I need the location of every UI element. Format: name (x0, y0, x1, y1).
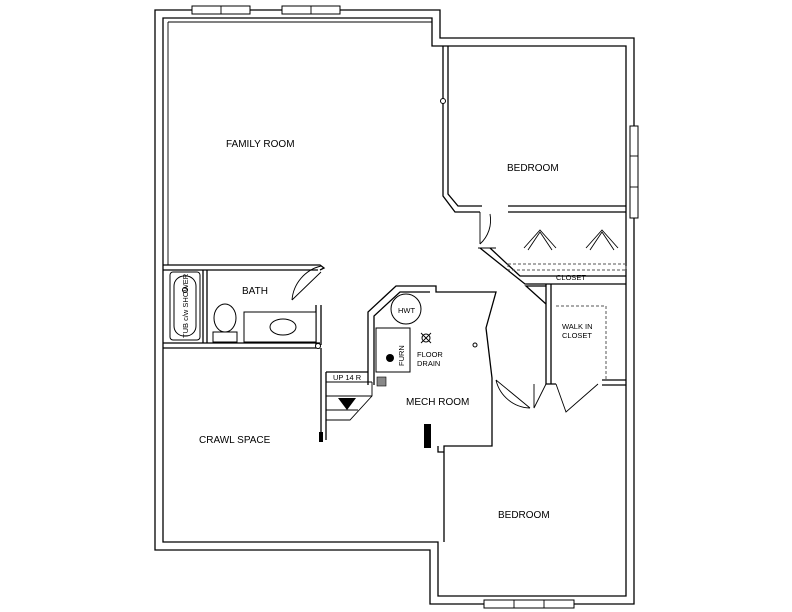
walk-in-closet-door[interactable] (555, 383, 599, 413)
stairs-label: UP 14 R (333, 373, 362, 382)
bathtub-basin (173, 275, 197, 337)
bedroom-lower-label: BEDROOM (498, 510, 550, 521)
closet-rod (507, 263, 627, 271)
walk-in-closet-label-1: WALK IN (562, 322, 593, 331)
room-labels: FAMILY ROOM BEDROOM CLOSET BATH TUB c/w … (181, 139, 593, 521)
bedroom-upper-label: BEDROOM (507, 163, 559, 174)
closet-bifold-door-left[interactable] (523, 229, 557, 251)
crawl-space-label: CRAWL SPACE (199, 435, 271, 446)
sink (269, 318, 297, 336)
floor-drain-grate (376, 376, 387, 387)
furnace-label: FURN (397, 345, 406, 366)
mech-room-label: MECH ROOM (406, 397, 469, 408)
bath-door[interactable] (291, 265, 322, 301)
windows (191, 5, 639, 609)
family-room-label: FAMILY ROOM (226, 139, 295, 150)
family-room-inner-wall (167, 21, 433, 265)
hwt-label: HWT (398, 306, 415, 315)
window-right (629, 125, 639, 219)
bath-label: BATH (242, 286, 268, 297)
toilet-tank (212, 331, 238, 343)
fixtures (169, 271, 432, 387)
exterior-walls (154, 9, 635, 605)
furnace (375, 327, 411, 373)
hot-water-tank (390, 293, 422, 325)
floor-drain-label-1: FLOOR (417, 350, 443, 359)
interior-walls (163, 46, 627, 542)
exterior-wall-outer (154, 9, 635, 605)
mech-room-door-jamb (424, 424, 431, 448)
walk-in-closet-shelf (556, 305, 607, 380)
stairs-arrow (338, 398, 356, 410)
closet-bifold-door-right[interactable] (585, 229, 619, 251)
toilet-bowl (213, 303, 237, 333)
bedroom-upper-door[interactable] (479, 212, 491, 245)
closet-label: CLOSET (556, 273, 586, 282)
window-bottom (483, 599, 575, 609)
walk-in-closet-label-2: CLOSET (562, 331, 592, 340)
furnace-symbol (386, 354, 394, 362)
floor-drain-symbol (420, 332, 432, 344)
floor-drain-label-2: DRAIN (417, 359, 440, 368)
stair-post (319, 432, 323, 442)
tub-label: TUB c/w SHOWER (181, 273, 190, 338)
lower-bedroom-door[interactable] (533, 383, 547, 409)
mech-room-side-door[interactable] (495, 379, 531, 409)
